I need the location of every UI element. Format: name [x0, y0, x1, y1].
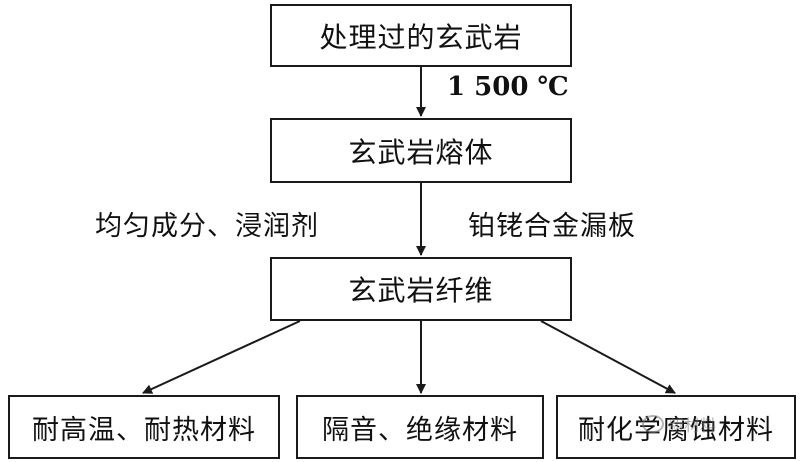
node-corrosion-resistant-material-label: 耐化学腐蚀材料: [578, 414, 774, 446]
node-insulation-material-label: 隔音、绝缘材料: [322, 414, 518, 446]
node-processed-basalt: 处理过的玄武岩: [270, 4, 572, 67]
watermark-text: 新材料: [668, 416, 717, 435]
node-basalt-melt-label: 玄武岩熔体: [348, 135, 494, 169]
node-heat-resistant-material: 耐高温、耐热材料: [8, 395, 280, 459]
node-corrosion-resistant-material: 耐化学腐蚀材料: [556, 395, 796, 459]
node-basalt-fiber-label: 玄武岩纤维: [348, 274, 494, 307]
arrow-fiber-to-out3: [540, 320, 676, 394]
wechat-icon: [642, 415, 664, 433]
edge-label-temperature: 1 500 ℃: [447, 72, 569, 102]
node-insulation-material: 隔音、绝缘材料: [296, 395, 544, 459]
node-heat-resistant-material-label: 耐高温、耐热材料: [32, 414, 256, 446]
node-basalt-melt: 玄武岩熔体: [270, 118, 572, 183]
watermark: 新材料: [642, 412, 716, 436]
node-processed-basalt-label: 处理过的玄武岩: [319, 20, 523, 54]
edge-label-left: 均匀成分、浸润剂: [95, 211, 319, 242]
edge-label-right: 铂铑合金漏板: [468, 211, 636, 242]
node-basalt-fiber: 玄武岩纤维: [270, 257, 572, 321]
arrow-fiber-to-out1: [142, 320, 301, 394]
